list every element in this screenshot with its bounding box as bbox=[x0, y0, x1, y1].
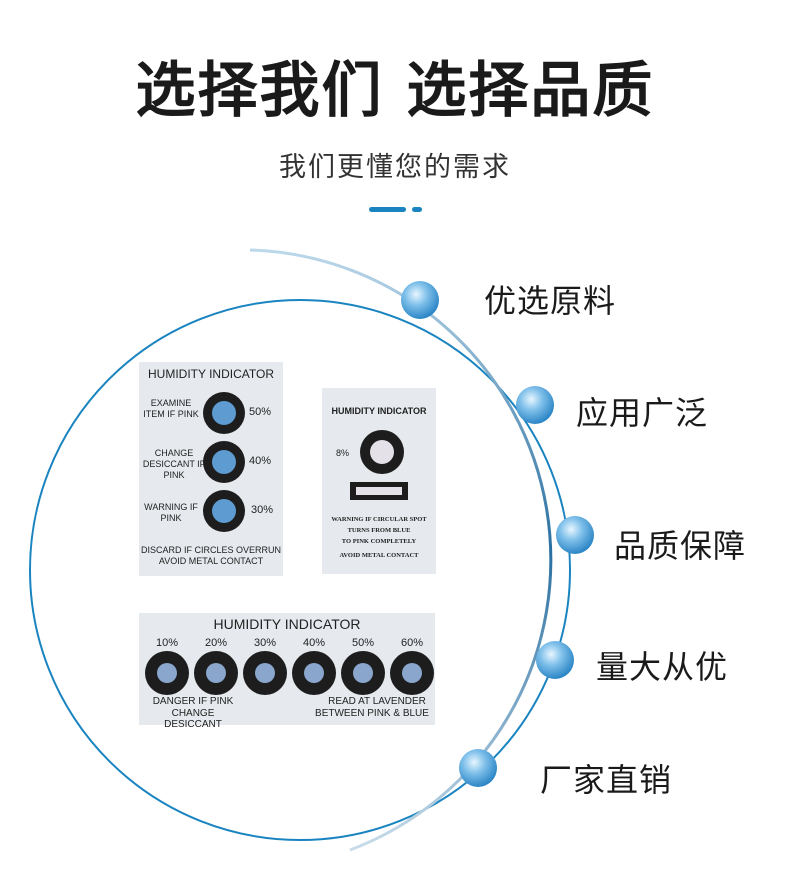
indicator-spot bbox=[145, 651, 189, 695]
card-text: READ AT LAVENDER bbox=[328, 696, 426, 707]
page-subtitle: 我们更懂您的需求 bbox=[279, 152, 511, 183]
indicator-spot bbox=[203, 392, 245, 434]
card-text: WARNING IF CIRCULAR SPOT bbox=[331, 516, 427, 523]
feature-label: 应用广泛 bbox=[576, 394, 709, 432]
timeline-bullets bbox=[401, 281, 594, 787]
page-title: 选择我们 选择品质 bbox=[135, 56, 655, 126]
feature-label: 厂家直销 bbox=[540, 761, 673, 799]
divider-dash bbox=[369, 207, 406, 212]
bullet-sphere-icon bbox=[556, 516, 594, 554]
indicator-card-8pct: HUMIDITY INDICATOR 8% WARNING IF CIRCULA… bbox=[322, 388, 436, 574]
card-text: AVOID METAL CONTACT bbox=[339, 552, 419, 559]
card-text: DANGER IF PINK bbox=[152, 696, 234, 707]
card-footer: AVOID METAL CONTACT bbox=[158, 556, 264, 566]
spot-label: CHANGE DESICCANT IF PINK bbox=[142, 448, 206, 480]
card-text: BETWEEN PINK & BLUE bbox=[315, 708, 429, 719]
timeline-arc bbox=[249, 248, 553, 852]
spot-percent: 30% bbox=[253, 637, 277, 649]
spot-label: EXAMINE ITEM IF PINK bbox=[143, 398, 199, 419]
card-title: HUMIDITY INDICATOR bbox=[147, 367, 274, 381]
bullet-sphere-icon bbox=[401, 281, 439, 319]
feature-label: 量大从优 bbox=[596, 648, 729, 686]
indicator-spot bbox=[292, 651, 336, 695]
indicator-spot bbox=[390, 651, 434, 695]
card-title: HUMIDITY INDICATOR bbox=[213, 616, 361, 632]
bullet-sphere-icon bbox=[459, 749, 497, 787]
spot-percent: 20% bbox=[204, 637, 228, 649]
feature-label: 品质保障 bbox=[614, 527, 747, 565]
indicator-spot bbox=[203, 441, 245, 483]
card-title: HUMIDITY INDICATOR bbox=[331, 406, 427, 416]
indicator-spot bbox=[360, 430, 404, 474]
bullet-sphere-icon bbox=[516, 386, 554, 424]
card-text: CHANGE DESICCANT bbox=[164, 708, 222, 730]
spot-percent: 50% bbox=[351, 637, 375, 649]
indicator-spot bbox=[243, 651, 287, 695]
spot-percent: 60% bbox=[400, 637, 424, 649]
spot-percent: 40% bbox=[249, 455, 272, 467]
card-text: TO PINK COMPLETELY bbox=[341, 538, 417, 545]
card-footer: DISCARD IF CIRCLES OVERRUN bbox=[140, 545, 282, 555]
indicator-spot bbox=[194, 651, 238, 695]
divider-dot bbox=[412, 207, 422, 212]
card-text: TURNS FROM BLUE bbox=[347, 527, 411, 534]
indicator-bar bbox=[350, 482, 408, 500]
spot-label: WARNING IF PINK bbox=[144, 502, 198, 523]
bullet-sphere-icon bbox=[536, 641, 574, 679]
spot-percent: 30% bbox=[251, 504, 274, 516]
spot-percent: 40% bbox=[302, 637, 326, 649]
spot-percent: 10% bbox=[155, 637, 179, 649]
feature-label: 优选原料 bbox=[484, 282, 617, 320]
indicator-card-6-spot: HUMIDITY INDICATOR 10% 20% 30% 40% 50% 60% DA… bbox=[139, 613, 435, 730]
indicator-spot bbox=[341, 651, 385, 695]
spot-percent: 8% bbox=[336, 448, 350, 458]
spot-percent: 50% bbox=[249, 406, 272, 418]
indicator-spot bbox=[203, 490, 245, 532]
indicator-card-3-spot: HUMIDITY INDICATOR EXAMINE ITEM IF PINK … bbox=[139, 362, 283, 576]
